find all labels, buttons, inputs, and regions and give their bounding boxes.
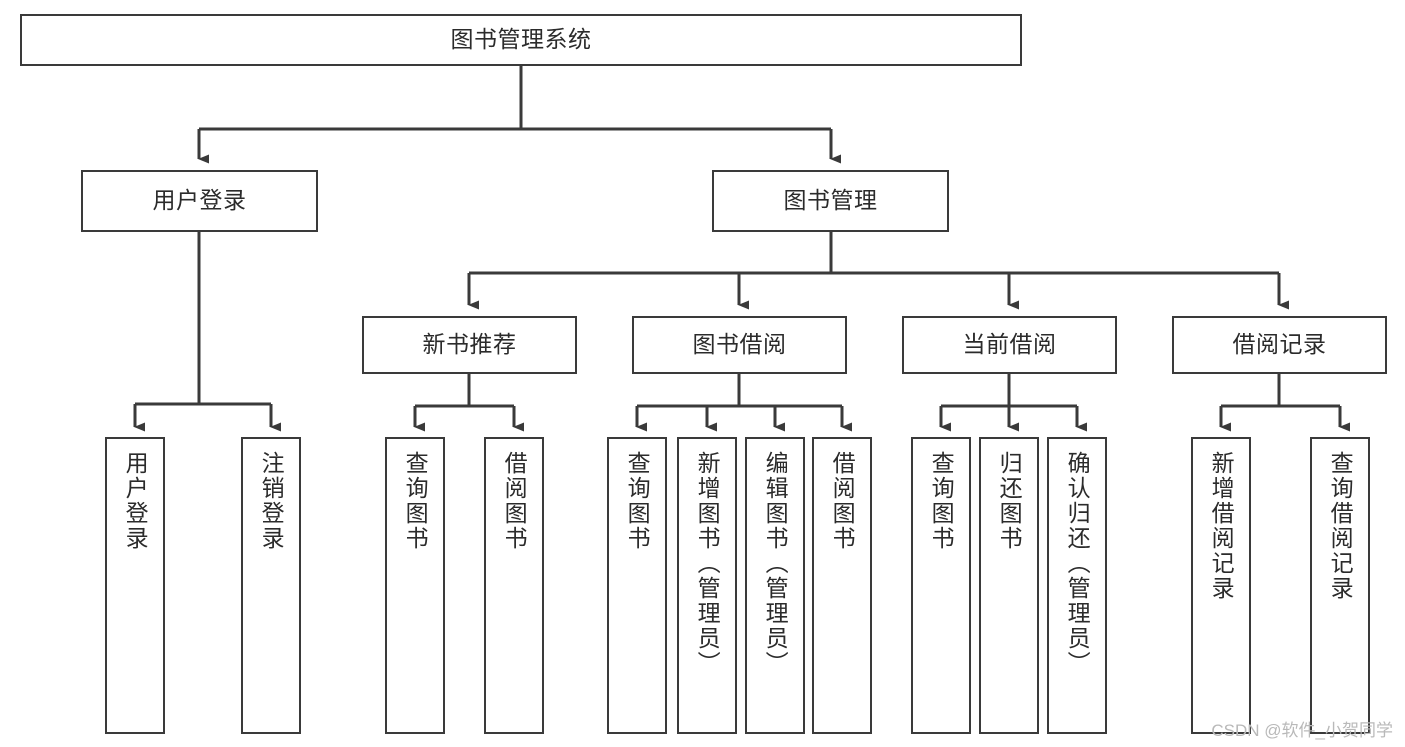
node-book-management[interactable]: 图书管理 [712, 170, 949, 232]
node-label: 当前借阅 [962, 331, 1057, 358]
node-label: 新增借阅记录 [1208, 451, 1235, 601]
leaf-new-book-borrow[interactable]: 借阅图书 [484, 437, 544, 734]
node-label: 图书借阅 [692, 331, 787, 358]
node-label: 图书管理系统 [450, 26, 592, 53]
node-book-borrow[interactable]: 图书借阅 [632, 316, 847, 374]
node-label: 用户登录 [152, 187, 247, 214]
node-label: 借阅图书 [501, 451, 528, 551]
leaf-records-add-record[interactable]: 新增借阅记录 [1191, 437, 1251, 734]
node-label: 查询图书 [402, 451, 429, 551]
node-label: 查询借阅记录 [1327, 451, 1354, 601]
node-label: 图书管理 [783, 187, 878, 214]
leaf-current-confirm-return-admin[interactable]: 确认归还（管理员） [1047, 437, 1107, 734]
leaf-borrow-edit-book-admin[interactable]: 编辑图书（管理员） [745, 437, 805, 734]
leaf-borrow-add-book-admin[interactable]: 新增图书（管理员） [677, 437, 737, 734]
leaf-current-return-book[interactable]: 归还图书 [979, 437, 1039, 734]
node-label: 新增图书（管理员） [694, 451, 721, 676]
node-current-borrow[interactable]: 当前借阅 [902, 316, 1117, 374]
node-label: 注销登录 [258, 451, 285, 551]
node-label: 借阅记录 [1232, 331, 1327, 358]
node-label: 借阅图书 [829, 451, 856, 551]
leaf-new-book-query[interactable]: 查询图书 [385, 437, 445, 734]
node-root-library-system[interactable]: 图书管理系统 [20, 14, 1022, 66]
leaf-records-query-record[interactable]: 查询借阅记录 [1310, 437, 1370, 734]
leaf-user-login-signout[interactable]: 注销登录 [241, 437, 301, 734]
node-borrow-records[interactable]: 借阅记录 [1172, 316, 1387, 374]
node-label: 用户登录 [122, 451, 149, 551]
node-label: 新书推荐 [422, 331, 517, 358]
leaf-user-login-signin[interactable]: 用户登录 [105, 437, 165, 734]
leaf-current-query-book[interactable]: 查询图书 [911, 437, 971, 734]
node-label: 查询图书 [928, 451, 955, 551]
node-label: 编辑图书（管理员） [762, 451, 789, 676]
node-new-book-recommend[interactable]: 新书推荐 [362, 316, 577, 374]
node-user-login[interactable]: 用户登录 [81, 170, 318, 232]
leaf-borrow-query-book[interactable]: 查询图书 [607, 437, 667, 734]
node-label: 归还图书 [996, 451, 1023, 551]
node-label: 查询图书 [624, 451, 651, 551]
leaf-borrow-borrow-book[interactable]: 借阅图书 [812, 437, 872, 734]
node-label: 确认归还（管理员） [1064, 451, 1091, 676]
